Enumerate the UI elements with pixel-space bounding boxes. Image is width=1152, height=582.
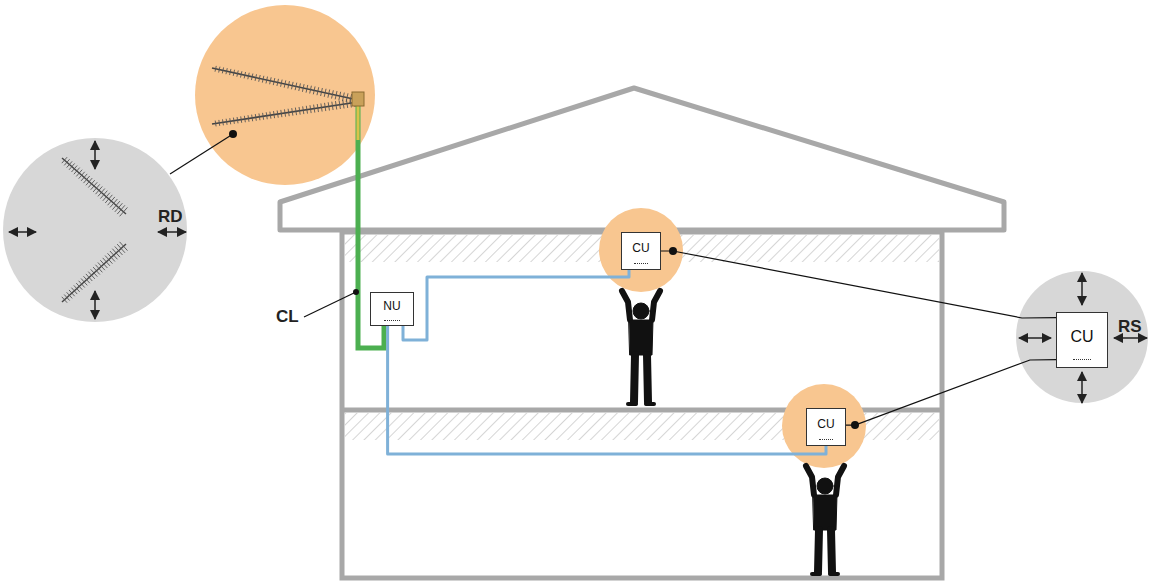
callout-label: RD	[158, 208, 183, 225]
unit-marking	[1073, 359, 1091, 360]
callout-label: CL	[276, 308, 299, 325]
unit-name: CU	[1070, 329, 1093, 345]
unit-marking	[634, 263, 648, 264]
unit-marking	[819, 439, 833, 440]
unit-box: CU	[621, 232, 661, 270]
unit-marking	[384, 320, 399, 321]
leader-line	[304, 292, 356, 317]
detail-circle	[3, 138, 187, 322]
unit-box: CU	[1056, 312, 1108, 368]
leader-dot	[353, 289, 359, 295]
direction-arrows	[9, 141, 186, 319]
leader-line	[661, 247, 1056, 318]
coax-cable	[403, 270, 629, 340]
yagi-antenna	[62, 66, 358, 303]
direction-arrows	[1019, 273, 1147, 403]
highlight-circle	[195, 5, 375, 185]
unit-name: NU	[383, 300, 400, 312]
unit-name: CU	[817, 418, 834, 430]
leader-line	[846, 360, 1056, 430]
unit-box: NU	[370, 292, 414, 326]
person-silhouette	[806, 466, 844, 574]
coax-cable	[388, 326, 826, 454]
unit-name: CU	[632, 242, 649, 254]
person-silhouette	[622, 291, 660, 404]
unit-box: CU	[806, 408, 846, 446]
antenna-mount	[352, 92, 364, 106]
callout-label: RS	[1118, 318, 1142, 335]
leader-line	[170, 134, 233, 174]
antenna-cable	[357, 104, 360, 140]
highlight-circle	[599, 208, 683, 292]
detail-circle	[1016, 271, 1148, 403]
